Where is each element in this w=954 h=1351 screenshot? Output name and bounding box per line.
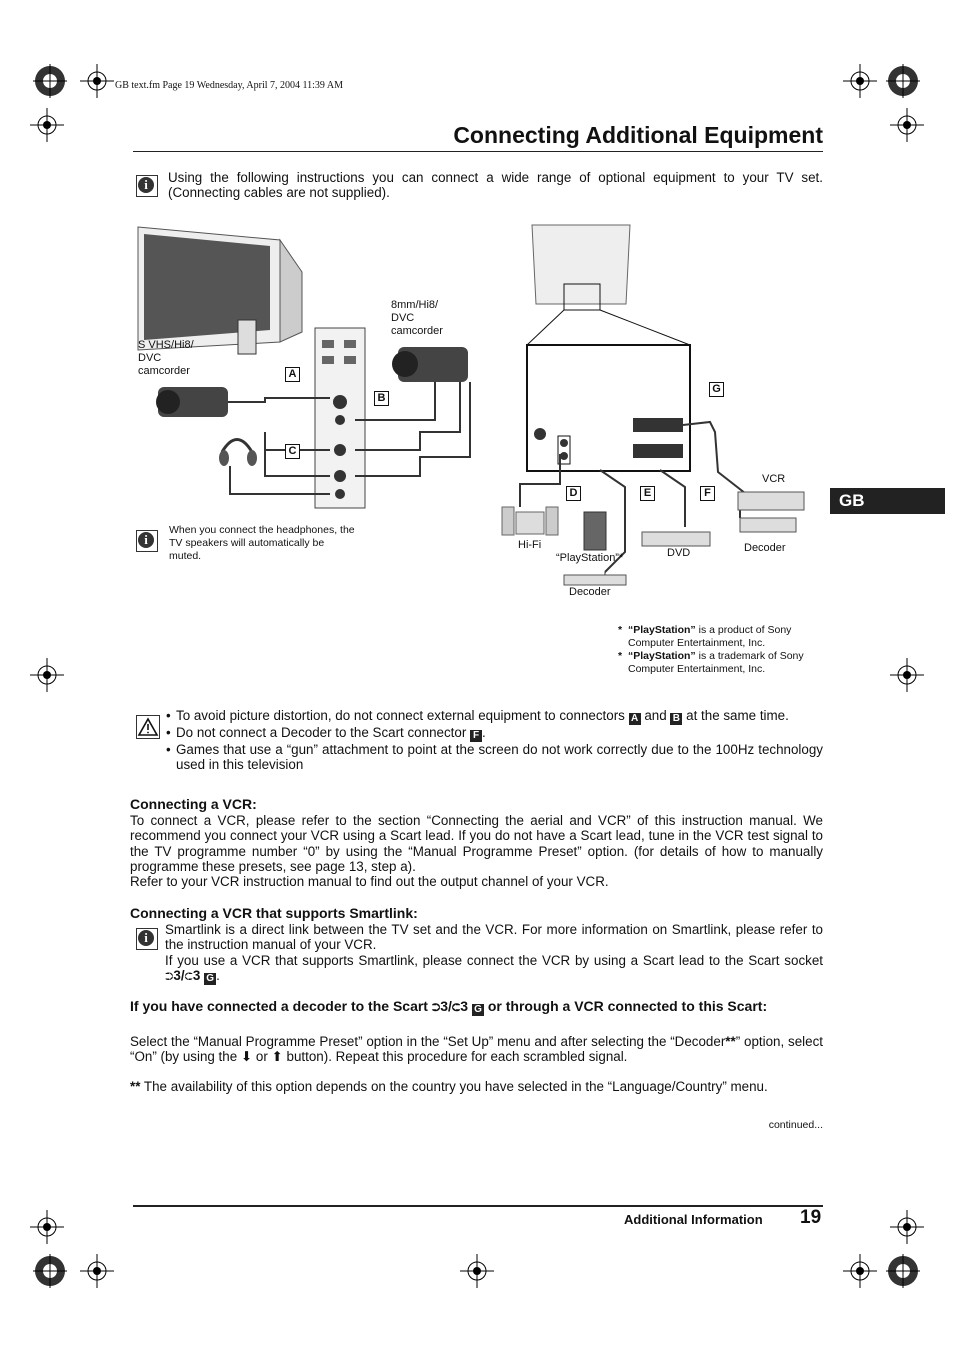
- playstation-icon: [583, 511, 607, 551]
- decoder-bottom-icon: [563, 574, 627, 586]
- registration-mark: [886, 64, 920, 98]
- smartlink-paragraph-1: Smartlink is a direct link between the T…: [165, 922, 823, 953]
- crosshair-mark: [30, 658, 64, 692]
- warning-3: Games that use a “gun” attachment to poi…: [166, 742, 823, 773]
- language-tab: GB: [830, 488, 945, 514]
- dvd-player-icon: [641, 531, 711, 547]
- connection-diagram-front: [137, 226, 471, 509]
- label-svhs-camcorder: S VHS/Hi8/ DVC camcorder: [138, 339, 194, 377]
- footer-rule: [133, 1205, 823, 1207]
- vcr-heading: Connecting a VCR:: [130, 796, 257, 812]
- arrow-up-icon: ⬆: [271, 1049, 283, 1065]
- info-icon: i: [136, 530, 158, 552]
- connector-label-b: B: [374, 391, 389, 406]
- arrow-down-icon: ⬇: [240, 1049, 253, 1065]
- label-decoder-right: Decoder: [744, 542, 786, 554]
- scart-in-icon: ⮊: [431, 1002, 441, 1014]
- scart-in-icon: ⮊: [165, 971, 174, 984]
- warning-1: To avoid picture distortion, do not conn…: [166, 708, 823, 725]
- label-dvd: DVD: [667, 547, 691, 559]
- header-rule: [133, 151, 823, 152]
- label-vcr: VCR: [762, 473, 786, 485]
- crosshair-mark: [80, 64, 114, 98]
- footnotes: *“PlayStation” is a product of Sony Comp…: [618, 624, 823, 676]
- connection-diagram-rear: [501, 224, 805, 586]
- scart-out-icon: ⮈: [184, 971, 193, 984]
- decoder-note: ** The availability of this option depen…: [130, 1079, 768, 1094]
- footer-section: Additional Information: [624, 1212, 763, 1227]
- page-number: 19: [800, 1207, 822, 1228]
- connector-label-d: D: [566, 486, 581, 501]
- warning-2: Do not connect a Decoder to the Scart co…: [166, 725, 823, 742]
- footnote-2: *“PlayStation” is a trademark of Sony Co…: [618, 650, 804, 675]
- vcr-paragraph-1: To connect a VCR, please refer to the se…: [130, 813, 823, 874]
- headphones-icon: [219, 438, 257, 466]
- label-playstation: “PlayStation”*: [556, 552, 624, 564]
- smartlink-paragraph-2: If you use a VCR that supports Smartlink…: [165, 953, 823, 986]
- page-title: Connecting Additional Equipment: [453, 122, 823, 148]
- smartlink-heading: Connecting a VCR that supports Smartlink…: [130, 905, 418, 921]
- warning-list: To avoid picture distortion, do not conn…: [166, 708, 823, 773]
- connector-label-c: C: [285, 444, 300, 459]
- connector-g-badge: G: [471, 1004, 484, 1016]
- crosshair-mark: [30, 1210, 64, 1244]
- crosshair-mark: [80, 1254, 114, 1288]
- info-icon: i: [136, 175, 158, 197]
- connector-f-badge: F: [470, 730, 483, 742]
- label-8mm-camcorder: 8mm/Hi8/ DVC camcorder: [391, 299, 443, 337]
- crosshair-mark: [30, 108, 64, 142]
- connector-label-g: G: [709, 382, 724, 397]
- connector-a-badge: A: [628, 713, 641, 725]
- registration-mark: [33, 64, 67, 98]
- crosshair-mark: [890, 108, 924, 142]
- crosshair-mark: [890, 658, 924, 692]
- decoder-icon: [739, 517, 797, 533]
- registration-mark: [33, 1254, 67, 1288]
- connector-label-f: F: [700, 486, 715, 501]
- intro-text: Using the following instructions you can…: [168, 170, 823, 201]
- crosshair-mark: [460, 1254, 494, 1288]
- connector-b-badge: B: [670, 713, 683, 725]
- label-hifi: Hi-Fi: [518, 539, 542, 551]
- label-decoder-bottom: Decoder: [569, 586, 611, 598]
- info-icon: i: [136, 928, 158, 950]
- connector-g-badge: G: [204, 973, 217, 986]
- crosshair-mark: [843, 1254, 877, 1288]
- continued-text: continued...: [768, 1119, 823, 1131]
- decoder-heading: If you have connected a decoder to the S…: [130, 998, 768, 1016]
- hifi-icon: [501, 506, 559, 536]
- vcr-icon: [737, 491, 805, 511]
- registration-mark: [886, 1254, 920, 1288]
- connector-label-a: A: [285, 367, 300, 382]
- warning-icon: [136, 715, 160, 739]
- vcr-paragraph-2: Refer to your VCR instruction manual to …: [130, 874, 609, 889]
- crosshair-mark: [843, 64, 877, 98]
- crosshair-mark: [890, 1210, 924, 1244]
- decoder-paragraph: Select the “Manual Programme Preset” opt…: [130, 1034, 823, 1065]
- file-meta: GB text.fm Page 19 Wednesday, April 7, 2…: [115, 80, 343, 91]
- camcorder-right-icon: [392, 347, 468, 382]
- headphone-note: When you connect the headphones, the TV …: [169, 524, 355, 562]
- scart-out-icon: ⮈: [451, 1002, 461, 1014]
- camcorder-left-icon: [156, 387, 228, 417]
- connector-label-e: E: [640, 486, 655, 501]
- footnote-1: *“PlayStation” is a product of Sony Comp…: [618, 624, 792, 649]
